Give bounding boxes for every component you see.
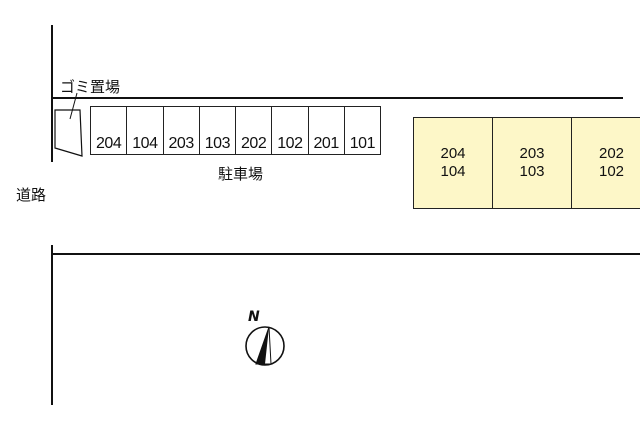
unit-upper: 202 [598,145,625,162]
parking-space: 202 [235,106,273,155]
parking-label: 駐車場 [218,165,264,183]
parking-space: 203 [162,106,200,155]
north-arrow-icon [245,326,285,366]
unit-lower: 102 [598,163,625,180]
unit-upper: 204 [440,145,466,162]
north-label: N [248,309,260,325]
parking-space: 104 [126,106,164,155]
parking-space: 103 [198,106,236,155]
parking-space: 101 [343,106,381,155]
garbage-leader-line [69,92,78,120]
parking-space: 201 [307,106,345,155]
garbage-area [54,109,83,157]
unit-lower: 103 [519,163,545,180]
parking-space: 204 [90,106,128,155]
garbage-label: ゴミ置場 [60,78,121,96]
unit-upper: 203 [519,145,545,162]
parking-space: 102 [271,106,309,155]
road-label: 道路 [16,186,47,204]
unit-lower: 104 [440,163,466,180]
